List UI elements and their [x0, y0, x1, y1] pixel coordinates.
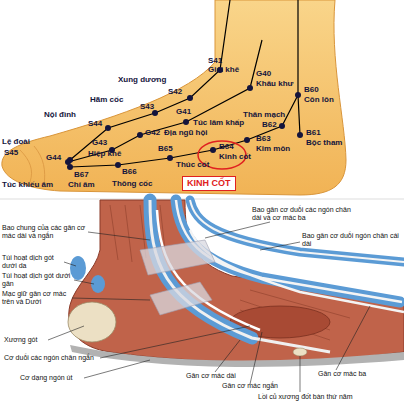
anatomy-label: Túi hoạt dịch gót dưới da	[2, 254, 66, 269]
highlight-box: KINH CỐT	[182, 176, 236, 191]
anatomy-label: Bao gân cơ duỗi các ngón chân dài và cơ …	[252, 206, 356, 221]
point-label: B61	[306, 129, 321, 138]
stomach-meridian	[70, 0, 230, 160]
point-label: B67	[74, 171, 89, 180]
divider	[0, 199, 404, 200]
anatomy-label: Bao chung của các gân cơ mác dài và ngắn	[2, 224, 88, 239]
anatomy-label: Cơ dạng ngón út	[20, 374, 72, 382]
leader-lines	[48, 222, 370, 392]
point-label: Thúc cốt	[176, 161, 209, 170]
foot-muscle	[69, 200, 404, 363]
point-label: Địa ngũ hội	[164, 129, 208, 138]
point-label: B66	[122, 168, 137, 177]
anatomy-label: Cơ duỗi các ngón chân ngắn	[4, 354, 94, 362]
point-label: Nội đình	[44, 111, 76, 120]
acupoints	[65, 67, 303, 170]
retinaculum-upper	[140, 240, 215, 275]
point-label: Giải khê	[208, 66, 239, 75]
point-label: G44	[46, 154, 61, 163]
point-label: B65	[158, 145, 173, 154]
anatomy-label: Gân cơ mác ngắn	[222, 382, 278, 390]
anatomy-label: Gân cơ mác ba	[318, 370, 366, 378]
point-label: Bộc tham	[306, 139, 342, 148]
point-label: Xung dương	[118, 76, 166, 85]
point-label: Hãm cốc	[90, 96, 123, 105]
point-label: Kim môn	[256, 145, 290, 154]
point-label: Chí âm	[68, 181, 95, 190]
hallucis-tendon	[190, 200, 404, 262]
abductor-digiti	[70, 345, 404, 367]
point-label: S41	[208, 57, 222, 66]
bladder-meridian	[70, 0, 300, 167]
point-label: Khâu khư	[256, 80, 293, 89]
point-label: G43	[92, 139, 107, 148]
point-label: G41	[176, 108, 191, 117]
point-label: Kinh cốt	[219, 153, 251, 162]
anatomy-label: Lồi củ xương đốt bàn thứ năm	[258, 393, 353, 401]
point-label: Lệ đoài	[2, 138, 30, 147]
point-label: Thông cốc	[112, 180, 152, 189]
point-label: S44	[88, 120, 102, 129]
point-label: G40	[256, 70, 271, 79]
gallbladder-meridian	[68, 40, 262, 162]
metatarsal-tuberosity	[293, 348, 307, 356]
point-label: S45	[4, 149, 18, 158]
point-label: Côn lôn	[304, 96, 334, 105]
anatomy-label: Xương gót	[4, 336, 37, 344]
box-title: KINH CỐT	[187, 178, 231, 189]
point-label: B64	[219, 143, 234, 152]
point-label: G42	[145, 129, 160, 138]
point-label: B60	[304, 86, 319, 95]
point-label: Túc lâm khấp	[193, 119, 244, 128]
point-label: Hiệp khê	[88, 150, 121, 159]
heel-bone	[68, 302, 116, 342]
retinaculum-lower	[150, 282, 212, 315]
anatomy-label: Gân cơ mác dài	[186, 372, 236, 380]
anatomy-label: Mạc giữ gân cơ mác trên và Dưới	[2, 290, 72, 305]
panel-bg	[0, 0, 404, 200]
anatomy-label: Bao gân cơ duỗi ngón chân cái dài	[302, 232, 402, 247]
point-label: S43	[140, 103, 154, 112]
hallucis-sheath	[190, 200, 404, 262]
anatomy-label: Túi hoạt dịch gót dưới gân	[2, 272, 74, 287]
point-label: B62	[262, 121, 277, 130]
foot-skin	[2, 0, 346, 195]
point-label: B63	[256, 135, 271, 144]
bursa-subcutaneous	[70, 256, 86, 280]
point-label: Túc khiếu âm	[2, 181, 53, 190]
toe-crease	[20, 146, 45, 186]
point-label: S42	[168, 88, 182, 97]
point-label: Thân mạch	[243, 111, 285, 120]
